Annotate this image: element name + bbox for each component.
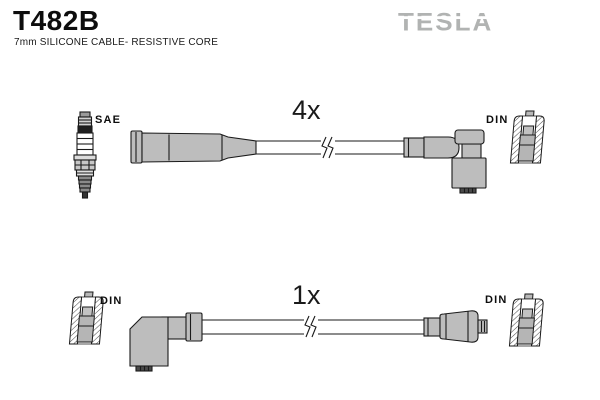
- din-elbow-boot: [403, 129, 487, 194]
- din-socket-cross-section-icon: [508, 293, 545, 347]
- quantity-label-bottom: 1x: [292, 280, 321, 310]
- cable-1x: [202, 319, 424, 335]
- label-sae-top-left: SAE: [95, 114, 122, 126]
- din-socket-cross-section-icon: [68, 291, 105, 345]
- spark-plug-icon: [73, 111, 97, 199]
- cable-4x: [256, 140, 404, 155]
- label-din-bottom-left: DIN: [100, 295, 123, 307]
- label-din-top-right: DIN: [486, 114, 509, 126]
- label-din-bottom-right: DIN: [485, 294, 508, 306]
- din-straight-boot: [423, 310, 488, 343]
- subtitle: 7mm SILICONE CABLE- RESISTIVE CORE: [14, 37, 219, 48]
- din-socket-cross-section-icon: [509, 110, 546, 164]
- brand-logo-text: TESLA: [398, 7, 494, 37]
- sae-straight-boot: [130, 130, 257, 164]
- cable-assembly-4x: [73, 110, 546, 199]
- cable-break-mark: [304, 315, 317, 338]
- brand-logo-stripe: [396, 16, 496, 20]
- cable-assembly-1x: [68, 291, 545, 372]
- cable-break-mark: [321, 136, 334, 159]
- quantity-label-top: 4x: [292, 95, 321, 125]
- part-number: T482B: [13, 5, 100, 36]
- brand-logo: TESLA: [396, 8, 498, 36]
- din-elbow-boot: [129, 312, 203, 372]
